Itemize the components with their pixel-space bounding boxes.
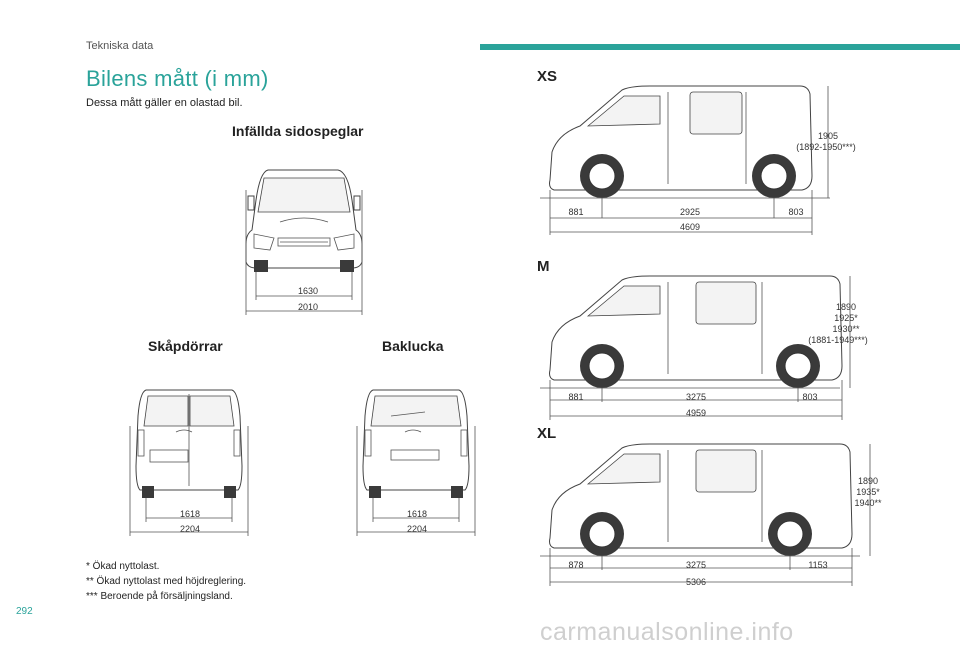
xs-length: 4609 [679,222,701,232]
xs-height-1: 1905 [817,131,839,141]
xs-front-overhang: 881 [568,207,584,217]
xl-wheelbase: 3275 [685,560,707,570]
m-height-1: 1890 [835,302,857,312]
m-wheelbase: 3275 [685,392,707,402]
watermark: carmanualsonline.info [540,618,794,646]
xs-rear-overhang: 803 [788,207,804,217]
xl-length: 5306 [685,577,707,587]
footnote-2: ** Ökad nyttolast med höjdreglering. [86,576,247,587]
m-height-2: 1925* [834,313,858,323]
page-title: Bilens mått (i mm) [86,66,269,91]
rear-doors-heading: Skåpdörrar [148,338,223,354]
variant-xl-label: XL [537,425,557,442]
front-width-inner: 1630 [297,286,319,296]
xs-wheelbase: 2925 [679,207,701,217]
footnote-1: * Ökad nyttolast. [86,561,160,572]
page-number: 292 [16,606,33,617]
rear-hatch-diagram [356,389,476,536]
section-label: Tekniska data [86,40,154,52]
front-view-diagram [245,169,363,315]
header-accent-bar [480,44,960,50]
m-height-3: 1930** [832,324,860,334]
variant-m-label: M [537,258,550,275]
variant-xs-label: XS [537,68,558,85]
rear-hatch-width-inner: 1618 [406,509,428,519]
page-subtitle: Dessa mått gäller en olastad bil. [86,97,243,109]
xl-rear-overhang: 1153 [808,560,828,570]
rear-doors-diagram [129,389,249,536]
xl-front-overhang: 878 [568,560,584,570]
xl-height-1: 1890 [857,476,879,486]
rear-hatch-width-outer: 2204 [406,524,428,534]
variant-xs-side-diagram [540,85,830,235]
xl-height-3: 1940** [854,498,882,508]
rear-doors-width-outer: 2204 [179,524,201,534]
xs-height-2: (1892-1950***) [796,142,856,152]
footnote-3: *** Beroende på försäljningsland. [86,591,233,602]
rear-hatch-heading: Baklucka [382,338,444,354]
m-length: 4959 [685,408,707,418]
m-rear-overhang: 803 [802,392,818,402]
variant-m-side-diagram [540,275,851,420]
m-front-overhang: 881 [568,392,584,402]
variant-xl-side-diagram [540,443,871,586]
front-view-heading: Infällda sidospeglar [232,123,364,139]
m-height-4: (1881-1949***) [808,335,868,345]
rear-doors-width-inner: 1618 [179,509,201,519]
front-width-outer: 2010 [297,302,319,312]
xl-height-2: 1935* [856,487,880,497]
